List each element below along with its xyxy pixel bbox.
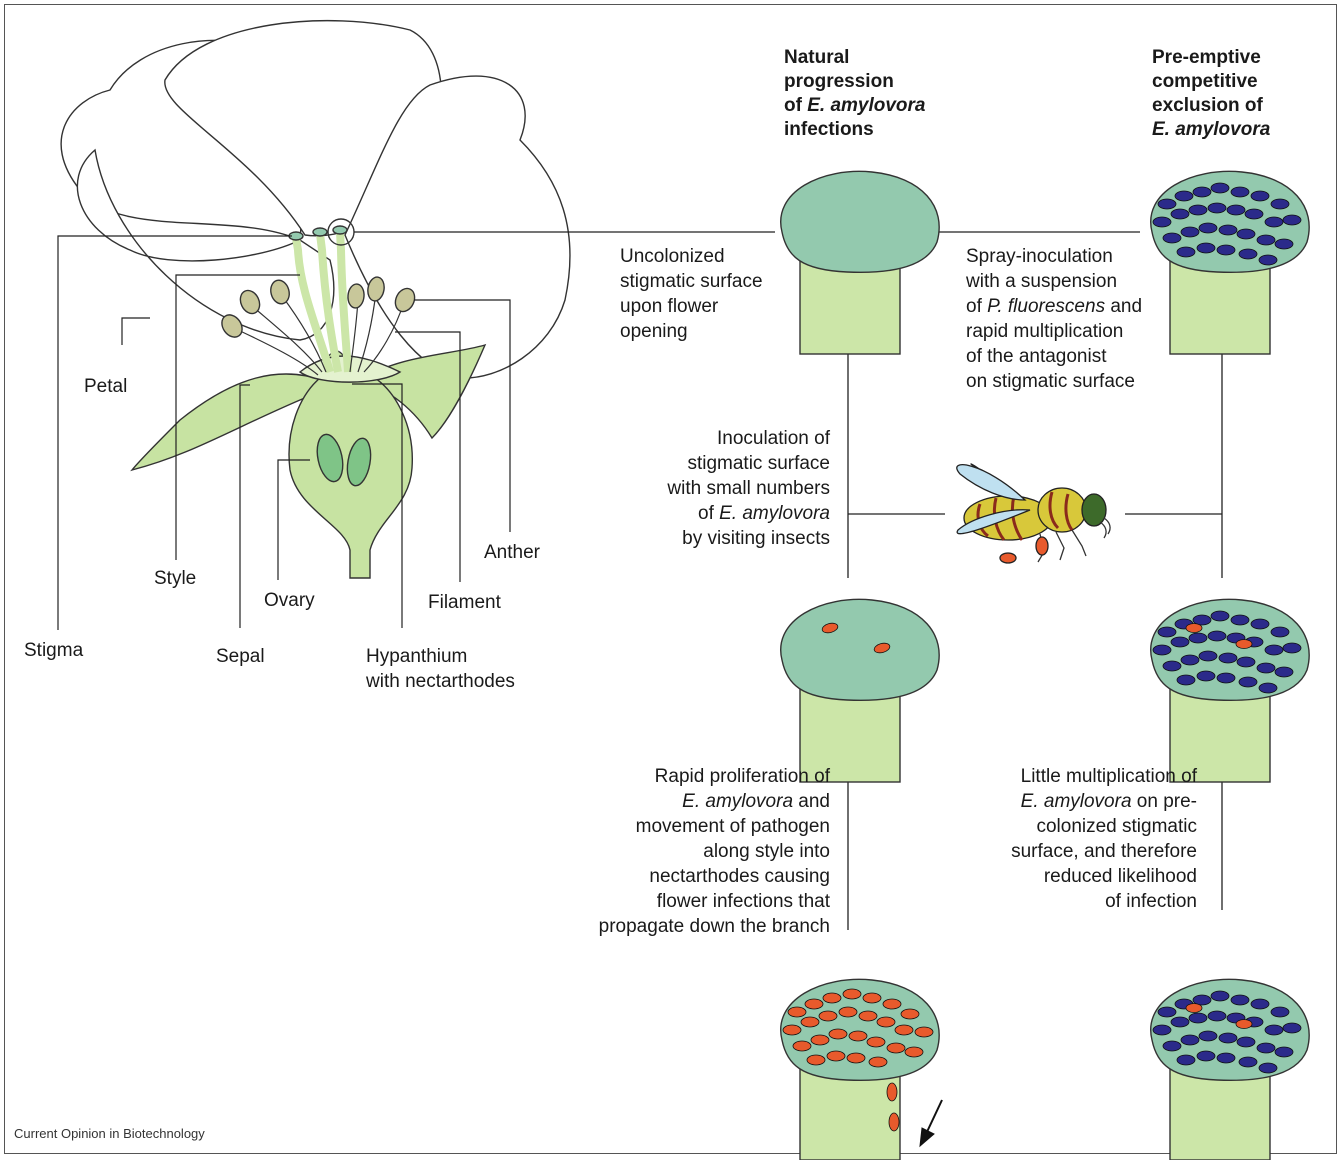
desc-inoculation-line-1: Inoculation of xyxy=(667,426,830,451)
desc-inoculation-line-4a: of xyxy=(698,503,719,524)
header-preemptive: Pre-emptive competitive exclusion of E. … xyxy=(1152,46,1270,142)
journal-credit: Current Opinion in Biotechnology xyxy=(14,1126,205,1141)
desc-proliferation-line-2b: and xyxy=(793,791,830,812)
header-natural-line-3a: of xyxy=(784,95,807,116)
bee-wing-front xyxy=(957,465,1025,500)
desc-little-line-3: colonized stigmatic xyxy=(1011,814,1197,839)
style-3 xyxy=(340,232,348,372)
desc-proliferation-species: E. amylovora xyxy=(682,791,793,812)
label-filament: Filament xyxy=(428,590,501,615)
label-stigma: Stigma xyxy=(24,638,83,663)
label-hypanthium-line-2: with nectarthodes xyxy=(366,669,515,694)
label-anther: Anther xyxy=(484,540,540,565)
label-sepal: Sepal xyxy=(216,644,265,669)
desc-little-line-6: of infection xyxy=(1011,889,1197,914)
bee-head xyxy=(1082,494,1106,526)
desc-inoculation-species: E. amylovora xyxy=(719,503,830,524)
pollen-basket-1 xyxy=(1036,537,1048,555)
desc-uncolonized-line-3: upon flower xyxy=(620,294,763,319)
desc-uncolonized: Uncolonized stigmatic surface upon flowe… xyxy=(620,244,763,344)
desc-uncolonized-line-1: Uncolonized xyxy=(620,244,763,269)
stigma-tip-2 xyxy=(313,228,327,236)
stigma-antagonist-with-pathogens xyxy=(1151,599,1309,782)
desc-proliferation-line-7: propagate down the branch xyxy=(599,914,830,939)
desc-spray: Spray-inoculation with a suspension of P… xyxy=(966,244,1142,394)
desc-little-line-4: surface, and therefore xyxy=(1011,839,1197,864)
desc-spray-line-1: Spray-inoculation xyxy=(966,244,1142,269)
desc-inoculation-line-5: by visiting insects xyxy=(667,526,830,551)
header-natural-species: E. amylovora xyxy=(807,95,925,116)
desc-spray-species: P. fluorescens xyxy=(987,296,1105,317)
stigma-few-pathogens xyxy=(781,599,939,782)
desc-spray-line-4: rapid multiplication xyxy=(966,319,1142,344)
desc-proliferation-line-1: Rapid proliferation of xyxy=(599,764,830,789)
desc-uncolonized-line-2: stigmatic surface xyxy=(620,269,763,294)
desc-inoculation-line-2: stigmatic surface xyxy=(667,451,830,476)
stigma-tip-3 xyxy=(333,226,347,234)
desc-spray-line-2: with a suspension xyxy=(966,269,1142,294)
header-preemptive-line-2: competitive xyxy=(1152,70,1270,94)
desc-little-species: E. amylovora xyxy=(1021,791,1132,812)
stigma-antagonist xyxy=(1151,171,1309,354)
stigma-reduced-infection xyxy=(1151,979,1309,1160)
desc-proliferation-line-3: movement of pathogen xyxy=(599,814,830,839)
header-preemptive-line-1: Pre-emptive xyxy=(1152,46,1270,70)
desc-little-multiplication: Little multiplication of E. amylovora on… xyxy=(1011,764,1197,914)
desc-spray-line-3a: of xyxy=(966,296,987,317)
header-preemptive-species: E. amylovora xyxy=(1152,119,1270,140)
desc-little-line-2b: on pre- xyxy=(1132,791,1197,812)
desc-uncolonized-line-4: opening xyxy=(620,319,763,344)
desc-proliferation: Rapid proliferation of E. amylovora and … xyxy=(599,764,830,939)
stigma-proliferation xyxy=(781,979,942,1160)
desc-spray-line-6: on stigmatic surface xyxy=(966,369,1142,394)
header-preemptive-line-3: exclusion of xyxy=(1152,94,1270,118)
movement-arrow xyxy=(920,1100,942,1146)
pollen-basket-2 xyxy=(1000,553,1016,563)
label-hypanthium: Hypanthium with nectarthodes xyxy=(366,644,515,694)
bee-icon xyxy=(957,464,1110,563)
desc-proliferation-line-5: nectarthodes causing xyxy=(599,864,830,889)
desc-little-line-1: Little multiplication of xyxy=(1011,764,1197,789)
leader-petal xyxy=(122,318,150,345)
desc-proliferation-line-4: along style into xyxy=(599,839,830,864)
stigma-uncolonized xyxy=(781,171,939,354)
anther-4 xyxy=(347,283,365,308)
flower-illustration xyxy=(61,21,570,578)
header-natural-line-1: Natural xyxy=(784,46,926,70)
desc-proliferation-line-6: flower infections that xyxy=(599,889,830,914)
desc-little-line-5: reduced likelihood xyxy=(1011,864,1197,889)
desc-spray-line-3b: and xyxy=(1105,296,1142,317)
label-hypanthium-line-1: Hypanthium xyxy=(366,644,515,669)
desc-inoculation-line-3: with small numbers xyxy=(667,476,830,501)
label-style: Style xyxy=(154,566,196,591)
desc-inoculation: Inoculation of stigmatic surface with sm… xyxy=(667,426,830,551)
label-petal: Petal xyxy=(84,374,127,399)
header-natural-line-2: progression xyxy=(784,70,926,94)
label-ovary: Ovary xyxy=(264,588,315,613)
desc-spray-line-5: of the antagonist xyxy=(966,344,1142,369)
header-natural: Natural progression of E. amylovora infe… xyxy=(784,46,926,142)
bee-thorax xyxy=(1038,488,1086,532)
header-natural-line-4: infections xyxy=(784,118,926,142)
